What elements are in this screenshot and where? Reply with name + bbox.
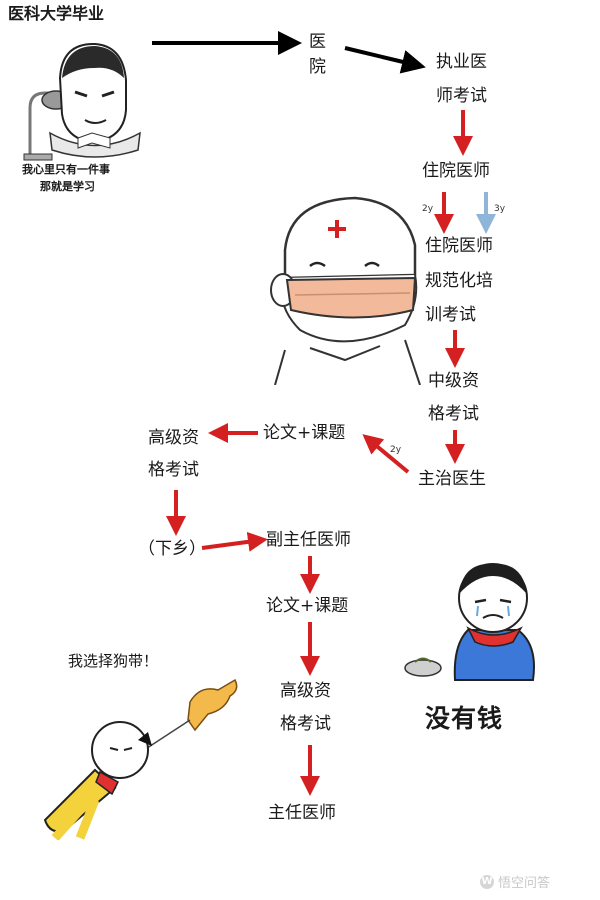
senior-exam-right-line-2: 格考试 [280,714,331,734]
graduate-title: 医科大学毕业 [8,4,105,23]
watermark-logo-icon: W [480,874,494,889]
watermark: W 悟空问答 [480,872,550,891]
student-caption-line-1: 我心里只有一件事 [22,163,110,176]
associate-chief-label: 副主任医师 [266,530,351,550]
masked-doctor-illustration [270,196,421,385]
arrow-rural-to-associate [201,531,268,552]
senior-exam-left-line-1: 高级资 [148,428,199,448]
intermediate-exam-line-1: 中级资 [428,371,479,391]
studying-student-illustration [23,42,141,161]
standardized-training-line-2: 规范化培 [425,271,493,291]
senior-exam-right-line-1: 高级资 [280,681,331,701]
hospital-label-line-1: 医 [309,32,326,52]
chief-physician-label: 主任医师 [268,803,336,823]
dog-walker-text: 我选择狗带！ [68,652,159,670]
attending-label: 主治医生 [418,469,486,489]
duration-attending-2y-label: 2y [390,445,402,455]
thesis-project-2-label: 论文+课题 [266,596,349,616]
duration-2y-label: 2y [422,204,434,214]
student-caption-line-2: 那就是学习 [40,180,95,193]
duration-3y-label: 3y [494,204,506,214]
watermark-text: 悟空问答 [498,876,551,891]
flying-dog-walker-illustration [43,678,238,840]
license-exam-line-2: 师考试 [436,86,487,106]
crying-kid-illustration [404,563,535,681]
thesis-project-1-label: 论文+课题 [263,423,346,443]
no-money-text: 没有钱 [425,704,504,733]
hospital-label-line-2: 院 [309,57,326,77]
arrow-attending-to-thesis [362,434,410,474]
standardized-training-line-3: 训考试 [425,305,476,325]
standardized-training-line-1: 住院医师 [425,236,493,256]
resident-label: 住院医师 [422,161,490,181]
intermediate-exam-line-2: 格考试 [428,404,479,424]
rural-service-label: （下乡） [138,539,206,559]
arrow-to-license-exam [344,46,426,74]
senior-exam-left-line-2: 格考试 [148,460,199,480]
license-exam-line-1: 执业医 [436,52,487,72]
